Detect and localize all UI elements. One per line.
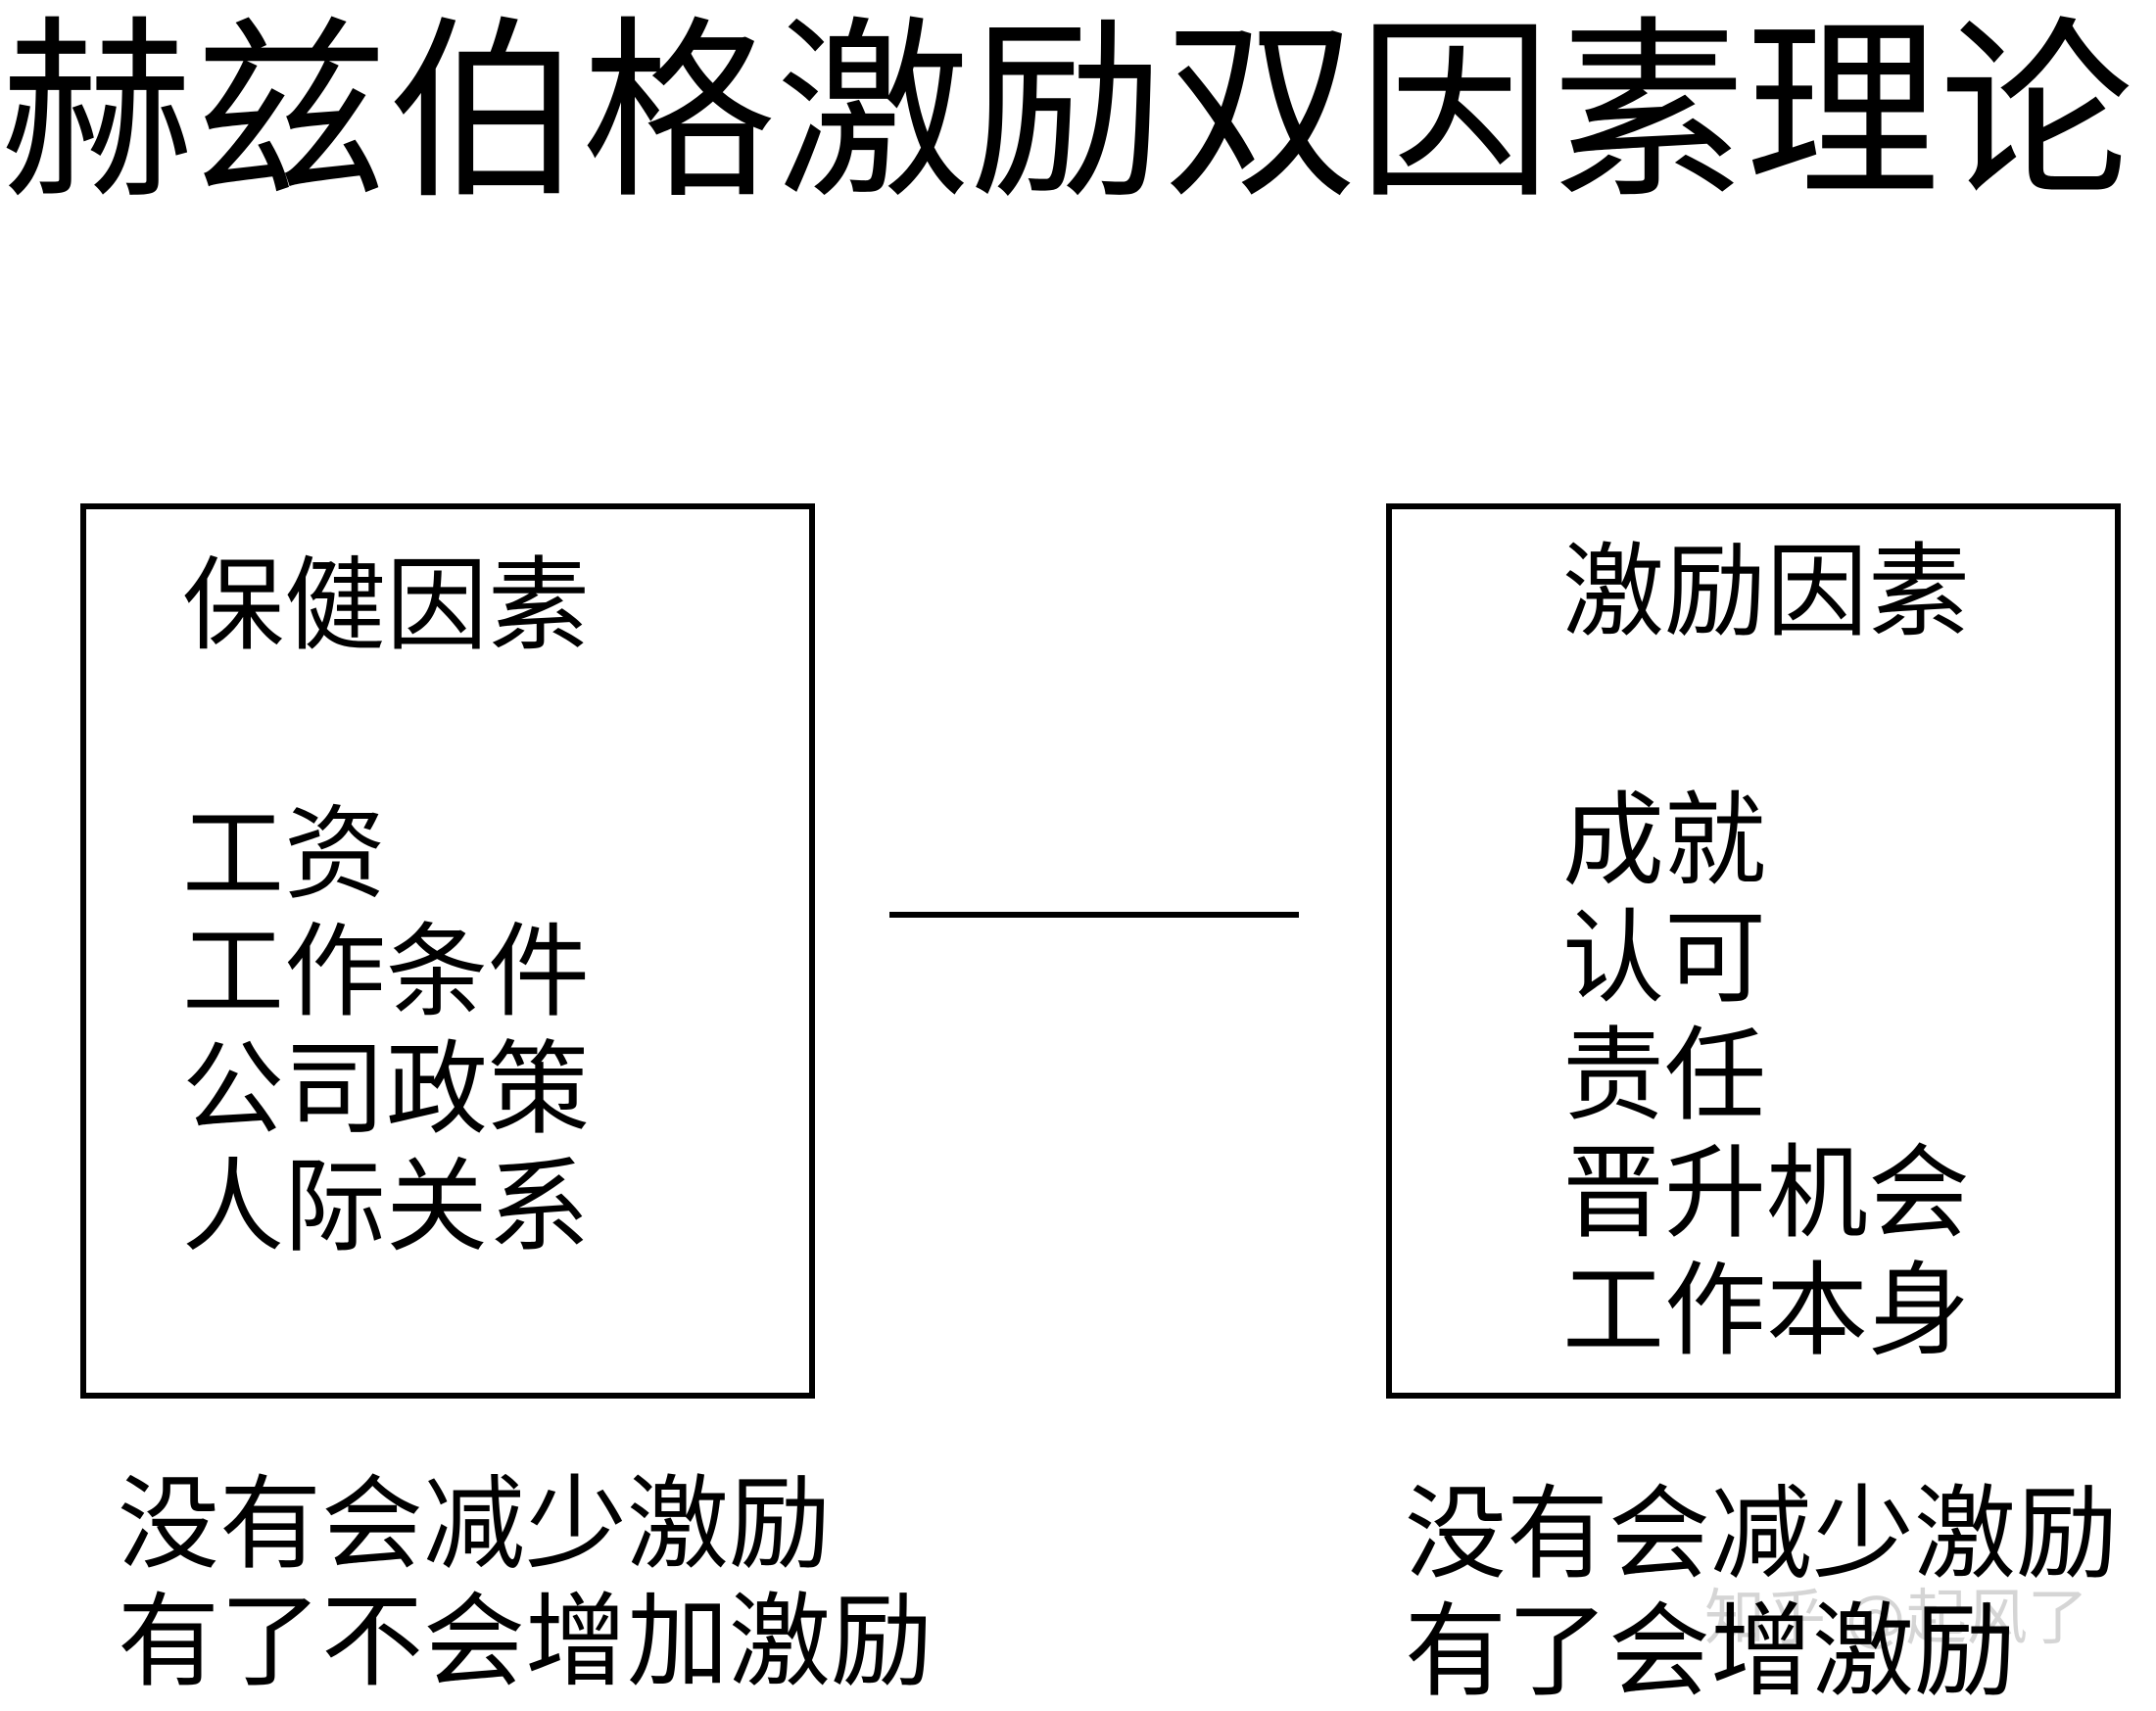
motivator-caption-line: 没有会减少激励: [1405, 1474, 2119, 1593]
motivator-factors-list: 成就 认可 责任 晋升机会 工作本身: [1562, 782, 1970, 1369]
hygiene-factors-box: 保健因素 工资 工作条件 公司政策 人际关系: [80, 503, 815, 1399]
hygiene-factors-list: 工资 工作条件 公司政策 人际关系: [182, 795, 590, 1265]
motivator-caption: 没有会减少激励 有了会增激励: [1405, 1475, 2118, 1710]
hygiene-factors-heading: 保健因素: [182, 546, 591, 665]
hygiene-caption: 没有会减少激励 有了不会增加激励: [118, 1465, 933, 1700]
motivator-factor-item: 成就: [1562, 781, 1767, 900]
connector-line: [889, 912, 1299, 918]
motivator-factors-box: 激励因素 成就 认可 责任 晋升机会 工作本身: [1386, 503, 2121, 1399]
motivator-factor-item: 责任: [1562, 1016, 1767, 1135]
motivator-factor-item: 认可: [1562, 898, 1767, 1018]
hygiene-factor-item: 人际关系: [182, 1147, 591, 1266]
hygiene-factor-item: 工资: [182, 794, 387, 914]
hygiene-caption-line: 没有会减少激励: [118, 1464, 832, 1584]
motivator-factor-item: 工作本身: [1562, 1251, 1971, 1370]
hygiene-factor-item: 工作条件: [182, 912, 591, 1031]
diagram-title: 赫兹伯格激励双因素理论: [0, 0, 2133, 225]
motivator-caption-line: 有了会增激励: [1405, 1592, 2017, 1711]
motivator-factor-item: 晋升机会: [1562, 1133, 1971, 1253]
hygiene-caption-line: 有了不会增加激励: [118, 1582, 934, 1701]
motivator-factors-heading: 激励因素: [1562, 532, 1971, 651]
hygiene-factor-item: 公司政策: [182, 1029, 591, 1149]
watermark: 知乎 @起风了: [1704, 1582, 2088, 1653]
